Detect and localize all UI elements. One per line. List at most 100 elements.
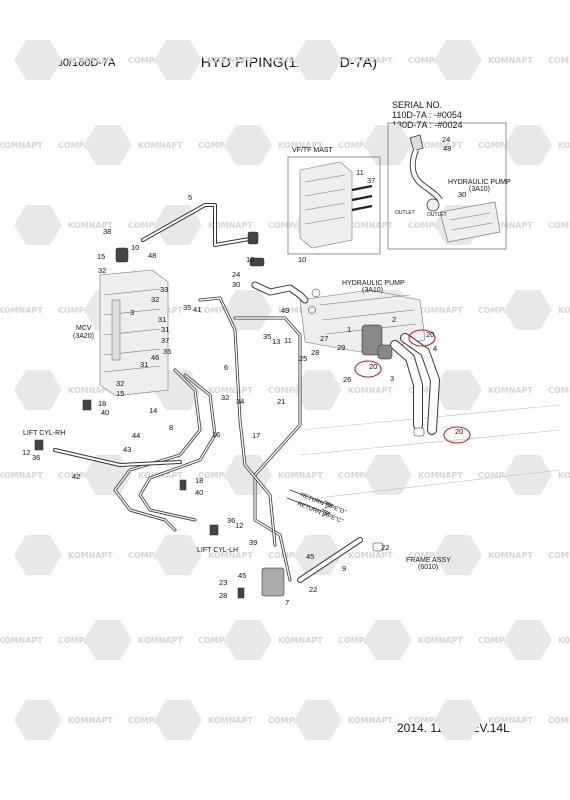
callout-37: 37 — [367, 176, 375, 185]
watermark-hex-icon — [14, 700, 62, 740]
watermark-compart: COMPART — [58, 471, 102, 480]
highlight-part-20-c — [443, 426, 471, 444]
outlet-label-b: OUTLET — [427, 212, 447, 218]
watermark-compart: COMPART — [548, 221, 570, 230]
watermark-hex-icon — [294, 40, 342, 80]
callout-7: 7 — [285, 598, 289, 607]
callout-22: 22 — [309, 585, 317, 594]
callout-17: 17 — [252, 431, 260, 440]
watermark-komnapt: KOMNAPT — [278, 636, 323, 645]
watermark-compart: COMPART — [58, 306, 102, 315]
callout-46: 46 — [151, 353, 159, 362]
callout-12: 12 — [235, 521, 243, 530]
watermark-komnapt: KOMNAPT — [208, 716, 253, 725]
watermark-hex-icon — [434, 535, 482, 575]
callout-26: 26 — [343, 375, 351, 384]
callout-25: 25 — [299, 354, 307, 363]
callout-12: 12 — [22, 448, 30, 457]
watermark-komnapt: KOMNAPT — [348, 716, 393, 725]
callout-34: 34 — [236, 397, 244, 406]
watermark-compart: COMPART — [408, 221, 452, 230]
watermark-komnapt: KOMNAPT — [0, 306, 43, 315]
watermark-komnapt: KOMNAPT — [418, 141, 463, 150]
watermark-hex-icon — [154, 535, 202, 575]
watermark-hex-icon — [504, 620, 552, 660]
watermark-komnapt: KOMNAPT — [278, 306, 323, 315]
callout-30: 30 — [232, 280, 240, 289]
watermark-hex-icon — [14, 40, 62, 80]
watermark-komnapt: KOMNAPT — [138, 141, 183, 150]
vf-tf-mast-label: VF/TF MAST — [292, 147, 334, 154]
watermark-komnapt: KOMNAPT — [208, 221, 253, 230]
watermark-layer: KOMNAPT COMPART KOMNAPT COMPART KOMNAPT COMPA… — [0, 40, 570, 740]
watermark-compart: COMPART — [268, 551, 312, 560]
callout-43: 43 — [123, 445, 131, 454]
callout-3: 3 — [130, 308, 134, 317]
watermark-hex-icon — [504, 290, 552, 330]
watermark-compart: COMPART — [58, 141, 102, 150]
watermark-hex-icon — [14, 205, 62, 245]
watermark-komnapt: KOMNAPT — [488, 386, 533, 395]
watermark-compart: COMPART — [478, 306, 522, 315]
watermark-hex-icon — [294, 700, 342, 740]
watermark-compart: COMPART — [338, 141, 382, 150]
watermark-komnapt: KOMNAPT — [418, 306, 463, 315]
watermark-komnapt: KOMNAPT — [488, 221, 533, 230]
watermark-komnapt: KOMNAPT — [208, 56, 253, 65]
callout-31: 31 — [158, 315, 166, 324]
watermark-hex-icon — [364, 455, 412, 495]
callout-11: 11 — [356, 168, 364, 177]
callout-40: 40 — [101, 408, 109, 417]
frame-assy-ref: (6010) — [418, 564, 438, 571]
watermark-compart: COMPART — [268, 221, 312, 230]
watermark-komnapt: KOMNAPT — [0, 471, 43, 480]
serial-note: SERIAL NO. 110D-7A : -#0054 130D-7A : -#… — [392, 100, 463, 130]
callout-20: 20 — [369, 362, 377, 371]
watermark-komnapt: KOMNAPT — [208, 551, 253, 560]
mcv-valve-body — [99, 269, 169, 397]
callout-48: 48 — [443, 144, 451, 153]
watermark-komnapt: KOMNAPT — [0, 636, 43, 645]
watermark-hex-icon — [84, 125, 132, 165]
vf-tf-mast-box — [287, 156, 381, 255]
callout-37: 37 — [161, 336, 169, 345]
text-labels: VF/TF MAST HYDRAULIC PUMP (3A10) OUTLET … — [23, 147, 511, 571]
watermark-compart: COMPART — [478, 636, 522, 645]
callout-45: 45 — [238, 571, 246, 580]
hydraulic-pump-top-ref: (3A10) — [469, 186, 490, 193]
callout-42: 42 — [72, 472, 80, 481]
watermark-compart: COMPART — [408, 551, 452, 560]
callout-14: 14 — [149, 406, 157, 415]
fittings — [34, 231, 425, 599]
watermark-komnapt: KOMNAPT — [348, 386, 393, 395]
serial-detail-pump — [409, 134, 501, 243]
mcv-ref: (3A20) — [73, 333, 94, 340]
watermark-compart: COMPART — [548, 386, 570, 395]
callout-32: 32 — [151, 295, 159, 304]
watermark-komnapt: KOMNAPT — [278, 141, 323, 150]
callout-44: 44 — [132, 431, 140, 440]
callout-15: 15 — [116, 389, 124, 398]
callout-36: 36 — [32, 453, 40, 462]
callout-10: 10 — [131, 243, 139, 252]
watermark-compart: COMPART — [128, 56, 172, 65]
watermark-komnapt: KOMNAPT — [488, 551, 533, 560]
callout-36: 36 — [227, 516, 235, 525]
callout-38: 38 — [103, 227, 111, 236]
watermark-compart: COMPART — [548, 551, 570, 560]
callout-49: 49 — [281, 306, 289, 315]
callout-6: 6 — [224, 363, 228, 372]
callout-5: 5 — [188, 193, 192, 202]
watermark-compart: COMPART — [408, 716, 452, 725]
watermark-komnapt: KOMNAPT — [348, 551, 393, 560]
callout-1: 1 — [347, 325, 351, 334]
frame-assy-label: FRAME ASSY — [406, 557, 451, 564]
watermark-hex-icon — [154, 700, 202, 740]
watermark-hex-icon — [224, 125, 272, 165]
watermark-hex-icon — [224, 290, 272, 330]
watermark-hex-icon — [14, 535, 62, 575]
mcv-label: MCV — [76, 325, 92, 332]
watermark-compart: COMPART — [338, 636, 382, 645]
watermark-komnapt: KOMNAPT — [558, 306, 570, 315]
